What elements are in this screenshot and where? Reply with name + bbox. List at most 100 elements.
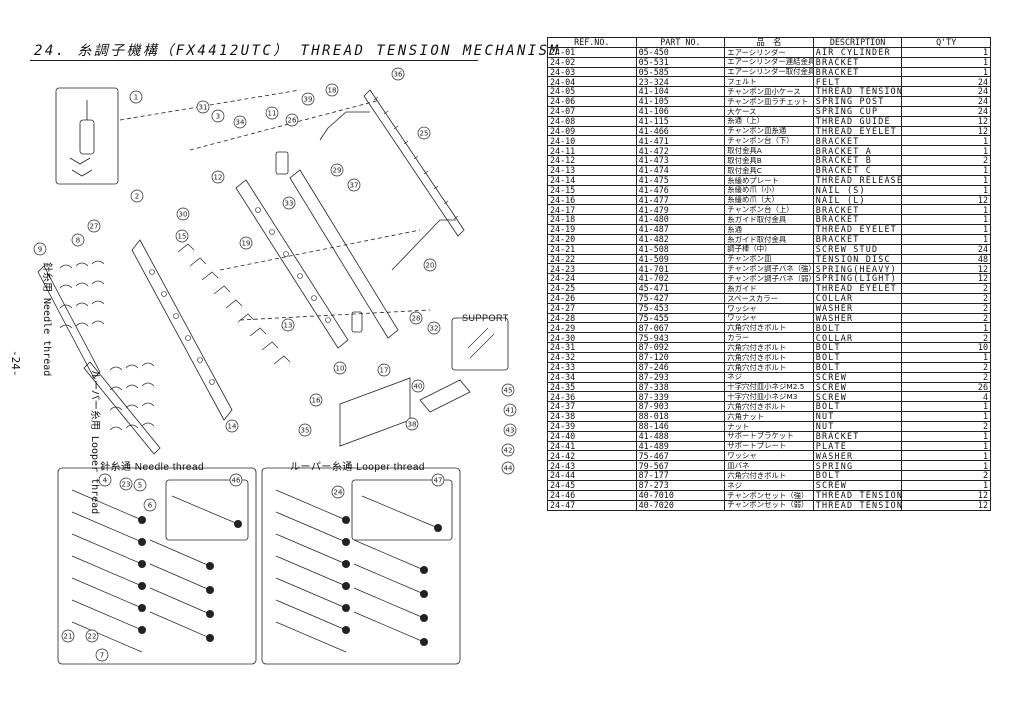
svg-text:24: 24 [334, 489, 343, 497]
cell-qty: 2 [901, 312, 991, 324]
cell-qty: 12 [901, 194, 991, 206]
cell-qty: 2 [901, 361, 991, 373]
callout-47: 47 [431, 473, 445, 487]
cell-part-no: 75-455 [635, 312, 726, 324]
cell-description: BRACKET B [812, 155, 903, 166]
cell-part-no: 41-472 [635, 145, 726, 157]
cell-ref-no: 24-41 [547, 440, 637, 452]
looper-thread-panel [261, 467, 461, 665]
cell-jp-name: チャンポンセット（強） [724, 489, 814, 501]
header-jp-name: 品 名 [724, 37, 814, 48]
callout-33: 33 [282, 196, 296, 210]
cell-ref-no: 24-08 [547, 115, 637, 127]
cell-ref-no: 24-12 [547, 155, 637, 166]
svg-text:25: 25 [420, 130, 429, 138]
cell-qty: 2 [901, 332, 991, 344]
exploded-parts-diagram: 1 2 3 4 5 6 7 8 9 10 11 12 13 14 15 16 1… [33, 67, 517, 665]
callout-41: 41 [503, 403, 517, 417]
cell-part-no: 41-466 [635, 125, 726, 137]
callout-11: 11 [265, 106, 279, 120]
cell-jp-name: サポートプレート [724, 440, 814, 452]
callout-30: 30 [176, 207, 190, 221]
cell-jp-name: 取付金具B [724, 155, 814, 166]
cell-jp-name: チャンポン皿 [724, 253, 814, 265]
callout-4: 4 [98, 473, 112, 487]
cell-part-no: 41-477 [635, 194, 726, 206]
cell-part-no: 88-146 [635, 420, 726, 432]
svg-text:26: 26 [288, 117, 297, 125]
svg-text:41: 41 [506, 407, 515, 415]
cell-part-no: 41-480 [635, 214, 726, 226]
cell-ref-no: 24-34 [547, 371, 637, 383]
cell-ref-no: 24-04 [547, 76, 637, 88]
svg-text:33: 33 [285, 200, 294, 208]
svg-text:2: 2 [135, 193, 139, 201]
cell-part-no: 87-273 [635, 479, 726, 491]
cell-description: BOLT [812, 342, 903, 353]
cell-jp-name: 取付金具C [724, 164, 814, 176]
callout-19: 19 [239, 236, 253, 250]
cell-description: SPRING POST [812, 96, 903, 107]
cell-ref-no: 24-32 [547, 352, 637, 363]
cell-qty: 26 [901, 381, 991, 393]
callout-34: 34 [233, 115, 247, 129]
cell-description: BOLT [812, 322, 903, 334]
callout-37: 37 [347, 178, 361, 192]
callout-13: 13 [281, 318, 295, 332]
callout-39: 39 [301, 92, 315, 106]
cell-jp-name: 糸ガイド [724, 283, 814, 294]
callout-29: 29 [330, 163, 344, 177]
cell-jp-name: サポートブラケット [724, 430, 814, 442]
cell-ref-no: 24-06 [547, 96, 637, 107]
cell-part-no: 75-427 [635, 292, 726, 304]
cell-description: NAIL (L) [812, 194, 903, 206]
cell-jp-name: チャンポン調子バネ（弱） [724, 273, 814, 285]
cell-jp-name: 六角穴付きボルト [724, 361, 814, 373]
cell-part-no: 05-585 [635, 66, 726, 78]
cell-jp-name: 十字穴付皿小ネジM2.5 [724, 381, 814, 393]
cell-qty: 24 [901, 86, 991, 98]
cell-ref-no: 24-43 [547, 460, 637, 472]
cell-ref-no: 24-11 [547, 145, 637, 157]
cell-part-no: 41-471 [635, 135, 726, 147]
cell-description: WASHER [812, 312, 903, 324]
cell-qty: 2 [901, 371, 991, 383]
svg-text:8: 8 [76, 237, 80, 245]
svg-text:44: 44 [504, 465, 513, 473]
cell-jp-name: ナット [724, 420, 814, 432]
cell-part-no: 87-092 [635, 342, 726, 353]
cell-qty: 10 [901, 342, 991, 353]
cell-part-no: 41-105 [635, 96, 726, 107]
cell-ref-no: 24-03 [547, 66, 637, 78]
cell-qty: 12 [901, 273, 991, 285]
cell-qty: 24 [901, 96, 991, 107]
needle-thread-side-label: 針糸用 Needle thread [41, 262, 52, 377]
svg-text:18: 18 [328, 87, 337, 95]
cell-ref-no: 24-07 [547, 105, 637, 117]
cell-description: BRACKET A [812, 145, 903, 157]
callout-38: 38 [405, 417, 419, 431]
cell-description: SCREW [812, 391, 903, 403]
svg-text:4: 4 [103, 477, 108, 485]
cell-description: BRACKET [812, 66, 903, 78]
cell-description: THREAD TENSION NUT [812, 86, 903, 98]
cell-qty: 1 [901, 224, 991, 235]
cell-ref-no: 24-14 [547, 174, 637, 186]
looper-thread-panel-label: ルーパー糸通 Looper thread [290, 462, 425, 473]
cell-qty: 12 [901, 115, 991, 127]
svg-text:23: 23 [122, 481, 131, 489]
cell-description: THREAD GUIDE [812, 115, 903, 127]
svg-text:47: 47 [434, 477, 443, 485]
callout-24: 24 [331, 485, 345, 499]
cell-qty: 1 [901, 174, 991, 186]
cell-ref-no: 24-47 [547, 499, 637, 511]
